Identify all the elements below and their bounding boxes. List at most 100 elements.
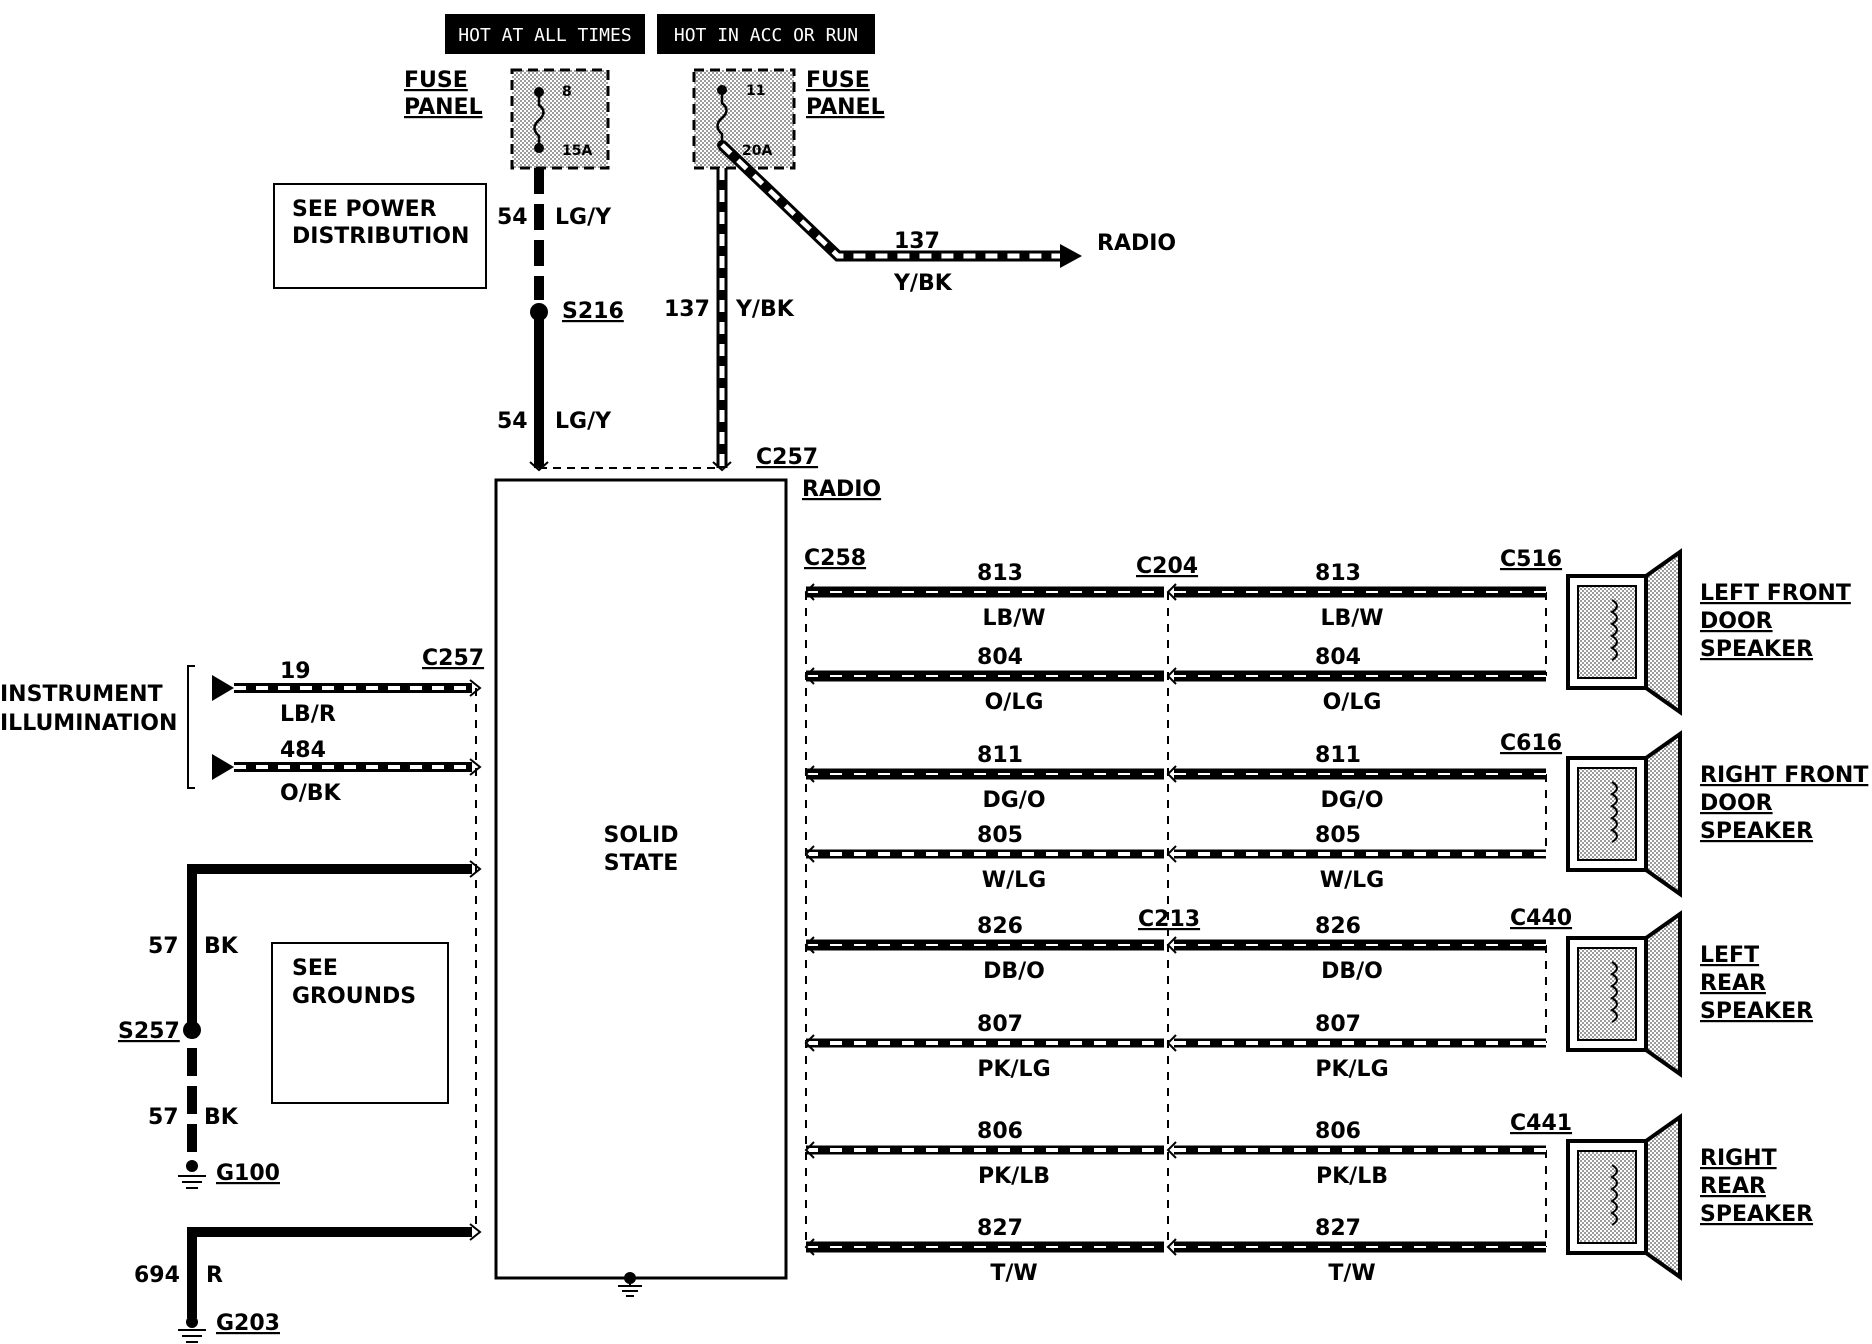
ground-g203-label: G203	[216, 1311, 280, 1336]
wire-54-top-color: LG/Y	[555, 205, 612, 230]
connector-terminal	[1166, 1238, 1177, 1256]
fuse-panel-right: 11 20A	[692, 68, 796, 170]
wire-694-color: R	[206, 1263, 223, 1288]
ground-g100-label: G100	[216, 1161, 280, 1186]
connector-terminal	[804, 1034, 815, 1052]
see-grounds-box: SEE GROUNDS	[271, 942, 449, 1104]
connector-c440-label: C440	[1510, 906, 1572, 931]
wire-484	[212, 754, 472, 780]
connector-terminal	[1166, 936, 1177, 954]
arrow-right-icon	[1060, 244, 1082, 268]
fuse-right-rating: 20A	[742, 143, 772, 159]
fuse-left-rating: 15A	[562, 143, 592, 159]
wire-806-color: PK/LB	[1316, 1164, 1388, 1189]
connector-terminal	[1166, 765, 1177, 783]
connector-c213-label: C213	[1138, 907, 1200, 932]
wire-827-circuit: 827	[1315, 1216, 1361, 1241]
illumination-label-1: INSTRUMENT	[0, 682, 163, 707]
wire-694	[187, 1227, 472, 1318]
wire-826-circuit: 826	[1315, 914, 1361, 939]
speaker-label-line-1: RIGHT FRONT	[1700, 763, 1868, 788]
wire-57	[183, 864, 472, 1160]
wire-57-top-circuit: 57	[148, 934, 179, 959]
connector-c204-label: C204	[1136, 554, 1198, 579]
wire-811-color: DG/O	[982, 788, 1045, 813]
radio-connector-label: C257	[756, 445, 818, 470]
connector-terminal	[1166, 1141, 1177, 1159]
see-power-line-1: SEE POWER	[292, 197, 437, 222]
wire-804-color: O/LG	[985, 690, 1044, 715]
wire-827-color: T/W	[1328, 1261, 1375, 1286]
header-hot-in-acc-or-run: HOT IN ACC OR RUN	[657, 14, 875, 54]
splice-s257-dot	[183, 1021, 201, 1039]
fuse-panel-left-label-2: PANEL	[404, 95, 483, 120]
connector-terminal	[804, 845, 815, 863]
see-power-line-2: DISTRIBUTION	[292, 224, 469, 249]
wire-57-bottom-circuit: 57	[148, 1105, 179, 1130]
speaker-label-line-2: REAR	[1700, 971, 1766, 996]
speaker-icon	[1566, 910, 1682, 1078]
connector-terminal	[804, 1141, 815, 1159]
wire-805-circuit: 805	[1315, 823, 1361, 848]
illumination-label-2: ILLUMINATION	[0, 711, 177, 736]
wire-807-circuit: 807	[977, 1012, 1023, 1037]
wire-137-dest-radio: RADIO	[1097, 231, 1176, 256]
see-grounds-line-1: SEE	[292, 956, 338, 981]
wire-137-down-color: Y/BK	[735, 297, 795, 322]
fuse-left-number: 8	[562, 84, 572, 100]
fuse-panel-right-label-1: FUSE	[806, 68, 870, 93]
connector-c516-label: C516	[1500, 547, 1562, 572]
radio-name-label: RADIO	[802, 477, 881, 502]
radio-body-line-1: SOLID	[603, 823, 678, 848]
speaker-label-line-3: SPEAKER	[1700, 1202, 1813, 1227]
wire-827-color: T/W	[990, 1261, 1037, 1286]
speaker-label-line-1: RIGHT	[1700, 1146, 1777, 1171]
wire-806-circuit: 806	[1315, 1119, 1361, 1144]
wire-811-circuit: 811	[1315, 743, 1361, 768]
wire-806-circuit: 806	[977, 1119, 1023, 1144]
wire-807-color: PK/LG	[1315, 1057, 1388, 1082]
connector-terminal	[1166, 1034, 1177, 1052]
wire-811-circuit: 811	[977, 743, 1023, 768]
see-grounds-line-2: GROUNDS	[292, 984, 416, 1009]
connector-c441-label: C441	[1510, 1111, 1572, 1136]
wire-19	[212, 675, 472, 701]
wire-804-color: O/LG	[1323, 690, 1382, 715]
header-hot-at-all-times: HOT AT ALL TIMES	[445, 14, 645, 54]
fuse-panel-left: 8 15A	[510, 68, 610, 170]
wire-826-circuit: 826	[977, 914, 1023, 939]
illumination-bracket	[187, 665, 195, 789]
wire-827-circuit: 827	[977, 1216, 1023, 1241]
speaker-icon	[1566, 730, 1682, 898]
arrow-left-icon	[212, 754, 234, 780]
wire-54-bottom-circuit: 54	[497, 409, 528, 434]
speaker-wires: 813LB/W813LB/W804O/LG804O/LG811DG/O811DG…	[804, 561, 1546, 1286]
wire-54-bottom-color: LG/Y	[555, 409, 612, 434]
connector-terminal	[1166, 583, 1177, 601]
connector-terminal	[804, 667, 815, 685]
wire-19-circuit: 19	[280, 659, 311, 684]
speaker-label-line-1: LEFT	[1700, 943, 1759, 968]
connector-terminal	[804, 936, 815, 954]
wire-137	[716, 141, 1082, 468]
connector-terminal	[1166, 845, 1177, 863]
see-power-distribution-box: SEE POWER DISTRIBUTION	[273, 183, 487, 289]
wire-807-circuit: 807	[1315, 1012, 1361, 1037]
wire-57-bottom-color: BK	[204, 1105, 239, 1130]
speaker-label-line-2: DOOR	[1700, 791, 1773, 816]
speaker-icon	[1566, 548, 1682, 716]
connector-terminal	[804, 765, 815, 783]
wire-804-circuit: 804	[977, 645, 1023, 670]
radio-body: SOLID STATE	[494, 478, 788, 1297]
ground-g100-icon	[178, 1160, 206, 1189]
connector-c616-label: C616	[1500, 731, 1562, 756]
wire-806-color: PK/LB	[978, 1164, 1050, 1189]
wire-54	[530, 168, 548, 468]
fuse-icon	[716, 90, 728, 145]
wire-811-color: DG/O	[1320, 788, 1383, 813]
fuse-icon	[533, 92, 545, 148]
wire-826-color: DB/O	[983, 959, 1045, 984]
ground-g203-icon	[178, 1316, 206, 1343]
